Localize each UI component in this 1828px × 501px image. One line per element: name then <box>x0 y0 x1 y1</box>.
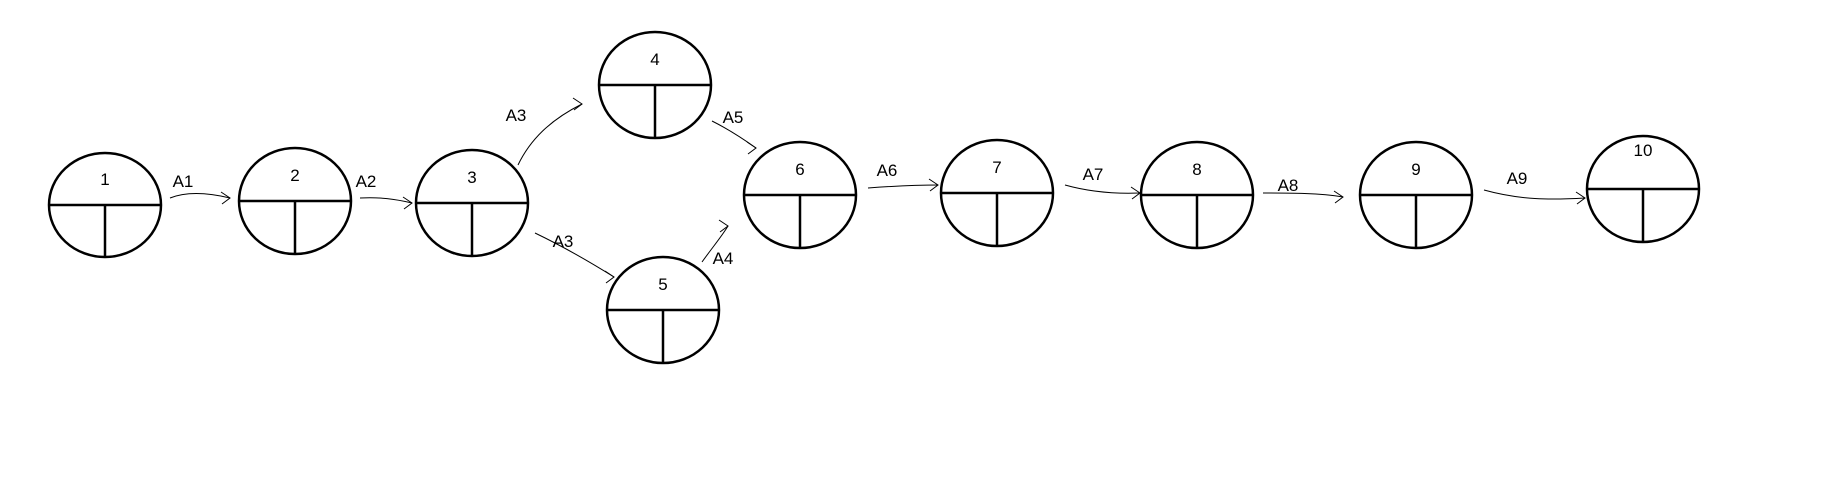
edge-label: A3 <box>553 232 574 251</box>
node-5: 5 <box>605 255 721 365</box>
node-9: 9 <box>1358 140 1474 250</box>
edge-3-4 <box>517 97 583 166</box>
node-label: 5 <box>658 275 667 294</box>
edge-label: A2 <box>356 172 377 191</box>
edge-line <box>867 184 939 189</box>
node-label: 9 <box>1411 160 1420 179</box>
edge-7-8 <box>1064 184 1141 200</box>
edge-line <box>517 103 583 166</box>
node-label: 7 <box>992 158 1001 177</box>
node-10: 10 <box>1585 134 1701 244</box>
node-8: 8 <box>1139 140 1255 250</box>
arrowhead-icon <box>1575 191 1586 205</box>
arrowhead-icon <box>402 196 413 210</box>
arrowhead-icon <box>718 219 729 233</box>
node-label: 4 <box>650 50 659 69</box>
edge-5-6 <box>701 219 729 263</box>
edge-label: A4 <box>713 249 734 268</box>
node-7: 7 <box>939 138 1055 248</box>
node-1: 1 <box>47 151 163 259</box>
arrowhead-icon <box>572 97 583 111</box>
node-label: 8 <box>1192 160 1201 179</box>
arrowhead-icon <box>1333 190 1344 204</box>
edge-label: A7 <box>1083 165 1104 184</box>
edge-line <box>169 193 231 199</box>
arrowhead-icon <box>746 141 757 155</box>
edge-4-6 <box>711 120 757 155</box>
node-label: 2 <box>290 166 299 185</box>
edge-label: A5 <box>723 108 744 127</box>
edge-line <box>534 232 615 278</box>
node-6: 6 <box>742 140 858 250</box>
edge-line <box>1483 189 1586 200</box>
edge-6-7 <box>867 178 939 192</box>
node-label: 1 <box>100 170 109 189</box>
edge-line <box>359 197 413 204</box>
arrowhead-icon <box>220 191 231 205</box>
edge-line <box>1262 192 1344 198</box>
edge-label: A3 <box>506 106 527 125</box>
edge-1-2 <box>169 191 231 205</box>
edge-8-9 <box>1262 190 1344 204</box>
node-label: 3 <box>467 168 476 187</box>
edge-label: A1 <box>173 172 194 191</box>
node-4: 4 <box>597 30 713 140</box>
edge-2-3 <box>359 196 413 210</box>
node-2: 2 <box>237 146 353 256</box>
edge-label: A9 <box>1507 169 1528 188</box>
node-label: 6 <box>795 160 804 179</box>
node-label: 10 <box>1634 141 1653 160</box>
node-3: 3 <box>414 148 530 258</box>
edge-3-5 <box>534 232 615 284</box>
edge-line <box>701 225 729 263</box>
edge-label: A8 <box>1278 176 1299 195</box>
edge-label: A6 <box>877 161 898 180</box>
edges-layer <box>169 97 1586 284</box>
arrowhead-icon <box>604 270 615 284</box>
arrowhead-icon <box>928 178 939 192</box>
nodes-layer: 1 2 3 4 5 6 7 8 9 10 <box>47 30 1701 365</box>
edge-line <box>1064 184 1141 194</box>
edge-9-10 <box>1483 189 1586 205</box>
